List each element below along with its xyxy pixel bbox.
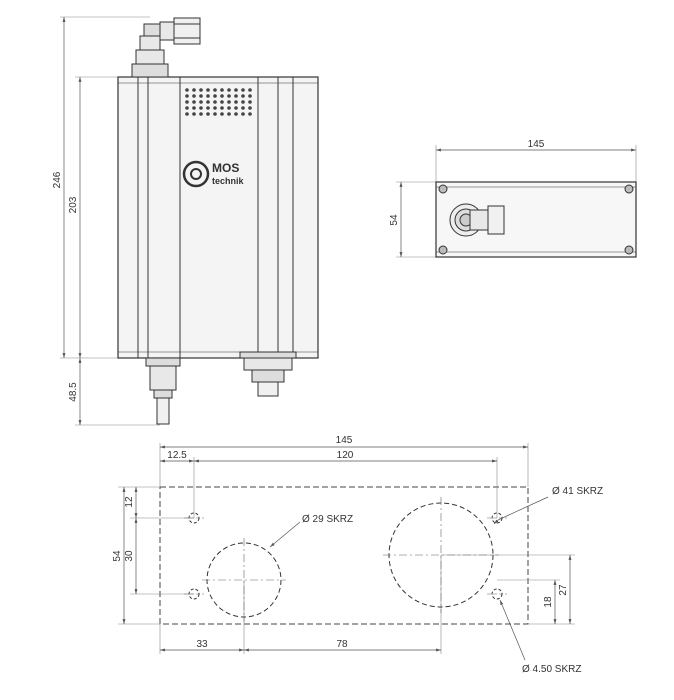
top-dim-width: 145 (528, 139, 545, 150)
vent-hole (234, 100, 238, 104)
vent-hole (192, 100, 196, 104)
side-view (60, 16, 319, 426)
unit-body (117, 76, 319, 359)
vent-hole (213, 106, 217, 110)
vent-hole (248, 88, 252, 92)
vent-hole (199, 94, 203, 98)
vent-hole (241, 88, 245, 92)
label-small-hole: Ø 4.50 SKRZ (522, 664, 581, 675)
vent-hole (248, 106, 252, 110)
vent-hole (220, 100, 224, 104)
vent-hole (192, 106, 196, 110)
vent-hole (220, 112, 224, 116)
vent-hole (206, 112, 210, 116)
plate-dim-edge-offset: 12.5 (167, 450, 187, 461)
vent-hole (220, 88, 224, 92)
vent-hole (185, 100, 189, 104)
vent-hole (199, 106, 203, 110)
vent-hole (227, 100, 231, 104)
vent-hole (185, 112, 189, 116)
vent-hole (199, 112, 203, 116)
vent-hole (185, 94, 189, 98)
logo-brand: MOS (212, 161, 239, 175)
vent-hole (206, 106, 210, 110)
vent-hole (234, 94, 238, 98)
vent-hole (199, 100, 203, 104)
vent-hole (185, 106, 189, 110)
vent-hole (241, 100, 245, 104)
plate-dim-hole-spacing: 120 (337, 450, 354, 461)
vent-hole (248, 112, 252, 116)
plate-dim-vertical-spacing: 30 (124, 550, 135, 562)
vent-hole (213, 94, 217, 98)
vent-hole (213, 112, 217, 116)
vent-hole (241, 106, 245, 110)
vent-hole (234, 106, 238, 110)
vent-hole (234, 112, 238, 116)
plate-dim-width: 145 (336, 435, 353, 446)
label-large-hole: Ø 41 SKRZ (552, 486, 603, 497)
vent-hole (227, 88, 231, 92)
vent-hole (192, 112, 196, 116)
vent-hole (227, 94, 231, 98)
top-dim-depth: 54 (389, 214, 400, 226)
vent-hole (206, 88, 210, 92)
vent-hole (248, 100, 252, 104)
plate-dim-center-spacing: 78 (336, 639, 348, 650)
plate-dim-top-offset: 12 (124, 496, 135, 508)
top-view (396, 145, 637, 258)
vent-hole (220, 94, 224, 98)
vent-hole (248, 94, 252, 98)
vent-hole (234, 88, 238, 92)
vent-hole (206, 100, 210, 104)
vent-hole (227, 106, 231, 110)
dim-total-height: 246 (52, 171, 63, 188)
vent-hole (227, 112, 231, 116)
vent-hole (185, 88, 189, 92)
vent-hole (213, 100, 217, 104)
dim-body-height: 203 (68, 196, 79, 213)
vent-holes (185, 88, 252, 116)
logo-sub: technik (212, 176, 245, 186)
plate-dim-right-27: 27 (558, 584, 569, 596)
vent-hole (241, 94, 245, 98)
label-medium-hole: Ø 29 SKRZ (302, 514, 353, 525)
vent-hole (213, 88, 217, 92)
vent-hole (192, 88, 196, 92)
mos-logo: MOS technik (182, 160, 245, 188)
plate-dim-left-center: 33 (196, 639, 208, 650)
mount-plate (118, 443, 575, 661)
dim-bottom-height: 48.5 (68, 382, 79, 402)
vent-hole (220, 106, 224, 110)
vent-hole (241, 112, 245, 116)
plate-dim-height: 54 (112, 550, 123, 562)
plate-dim-right-18: 18 (543, 596, 554, 608)
vent-hole (206, 94, 210, 98)
vent-hole (199, 88, 203, 92)
vent-hole (192, 94, 196, 98)
